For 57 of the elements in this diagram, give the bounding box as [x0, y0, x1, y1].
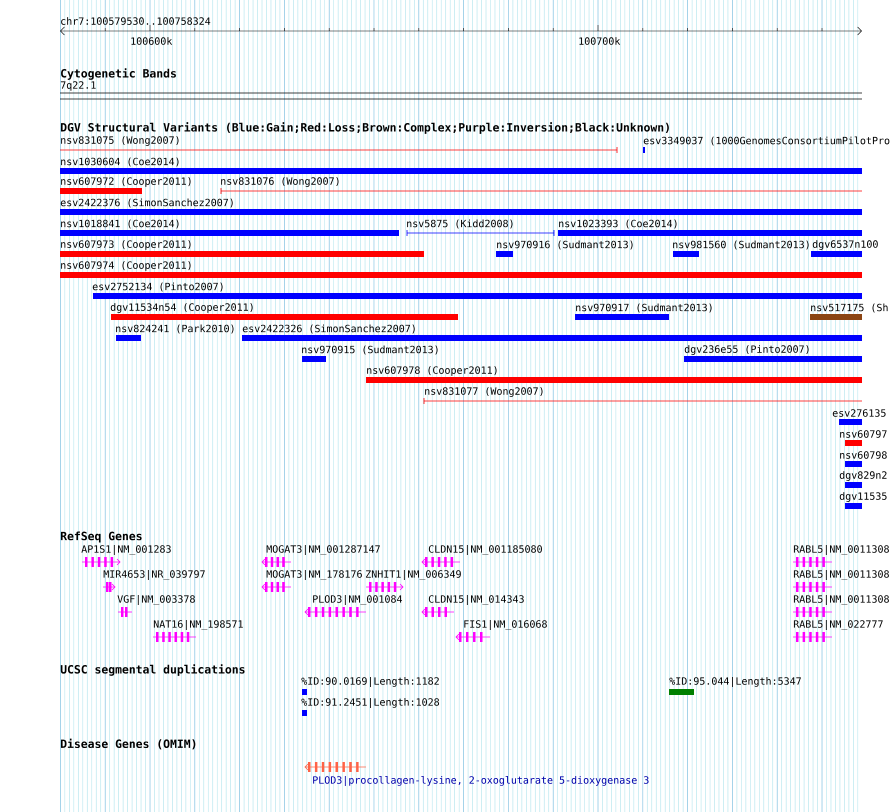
feature-label: nsv1023393 (Coe2014): [559, 220, 677, 228]
feature-label: esv2752134 (Pinto2007): [92, 282, 223, 292]
feature-label: dgv11534n54 (Cooper2011): [110, 303, 253, 313]
feature-label: 100700k: [579, 37, 620, 45]
feature-label: nsv970917 (Sudmant2013): [576, 304, 712, 312]
feature-label: nsv607972 (Cooper2011): [61, 177, 191, 187]
feature-label: nsv831076 (Wong2007): [221, 177, 339, 187]
track-heading: Cytogenetic Bands: [61, 68, 176, 80]
feature-label: VGF|NM_003378: [118, 595, 195, 605]
feature-label: %ID:91.2451|Length:1028: [301, 698, 440, 708]
feature-label: nsv607973 (Cooper2011): [61, 240, 191, 250]
feature-label: MOGAT3|NM_001287147: [266, 545, 380, 555]
feature-label: NAT16|NM_198571: [154, 620, 243, 630]
feature-label: nsv1018841 (Coe2014): [61, 220, 179, 228]
feature-label: esv2422326 (SimonSanchez2007): [242, 324, 415, 334]
feature-label: nsv5875 (Kidd2008): [407, 220, 512, 228]
feature-label: nsv60798: [840, 451, 887, 459]
feature-label: nsv981560 (Sudmant2013): [673, 240, 809, 250]
feature-label: dgv6537n100: [812, 240, 878, 250]
feature-label: nsv831075 (Wong2007): [61, 136, 179, 146]
feature-label: CLDN15|NM_014343: [428, 595, 524, 605]
feature-label: PLOD3|NM_001084: [313, 595, 402, 605]
feature-label: MOGAT3|NM_178176: [266, 570, 362, 580]
feature-label: nsv60797: [840, 430, 887, 438]
feature-label: PLOD3|procollagen-lysine, 2-oxoglutarate 5-dioxygenase 3: [313, 776, 649, 786]
feature-label: CLDN15|NM_001185080: [428, 545, 542, 555]
feature-label: nsv607974 (Cooper2011): [61, 261, 191, 271]
feature-label: chr7:100579530..100758324: [61, 17, 210, 25]
feature-label: nsv831077 (Wong2007): [425, 387, 543, 397]
feature-label: %ID:95.044|Length:5347: [669, 677, 801, 687]
feature-label: nsv824241 (Park2010): [116, 324, 234, 334]
feature-label: esv2422376 (SimonSanchez2007): [60, 198, 233, 208]
feature-label: MIR4653|NR_039797: [104, 570, 205, 580]
feature-label: RABL5|NM_0011308: [794, 570, 889, 580]
feature-label: nsv1030604 (Coe2014): [61, 158, 179, 166]
track-heading: RefSeq Genes: [60, 532, 142, 543]
feature-label: nsv970916 (Sudmant2013): [497, 240, 633, 250]
feature-label: 100600k: [131, 37, 172, 45]
feature-label: RABL5|NM_0011308: [794, 595, 889, 605]
feature-label: RABL5|NM_022777: [794, 620, 883, 630]
feature-label: esv276135: [832, 409, 886, 417]
feature-label: dgv829n2: [840, 471, 887, 481]
feature-label: 7q22.1: [60, 81, 96, 91]
feature-label: dgv11535: [840, 492, 887, 502]
track-heading: UCSC segmental duplications: [60, 664, 245, 676]
track-heading: DGV Structural Variants (Blue:Gain;Red:Loss;Brown:Complex;Purple:Inversion;Black:Unknown): [60, 122, 669, 134]
feature-label: nsv607978 (Cooper2011): [367, 366, 497, 376]
feature-label: RABL5|NM_0011308: [794, 545, 889, 555]
feature-label: nsv517175 (Sh: [811, 304, 888, 312]
feature-label: dgv236e55 (Pinto2007): [684, 345, 809, 355]
feature-label: AP1S1|NM_001283: [81, 545, 171, 555]
feature-label: ZNHIT1|NM_006349: [366, 570, 461, 580]
feature-label: esv3349037 (1000GenomesConsortiumPilotPro: [644, 136, 890, 146]
feature-label: %ID:90.0169|Length:1182: [301, 677, 439, 687]
track-heading: Disease Genes (OMIM): [60, 738, 196, 750]
feature-label: nsv970915 (Sudmant2013): [302, 346, 438, 354]
feature-label: FIS1|NM_016068: [464, 620, 547, 630]
